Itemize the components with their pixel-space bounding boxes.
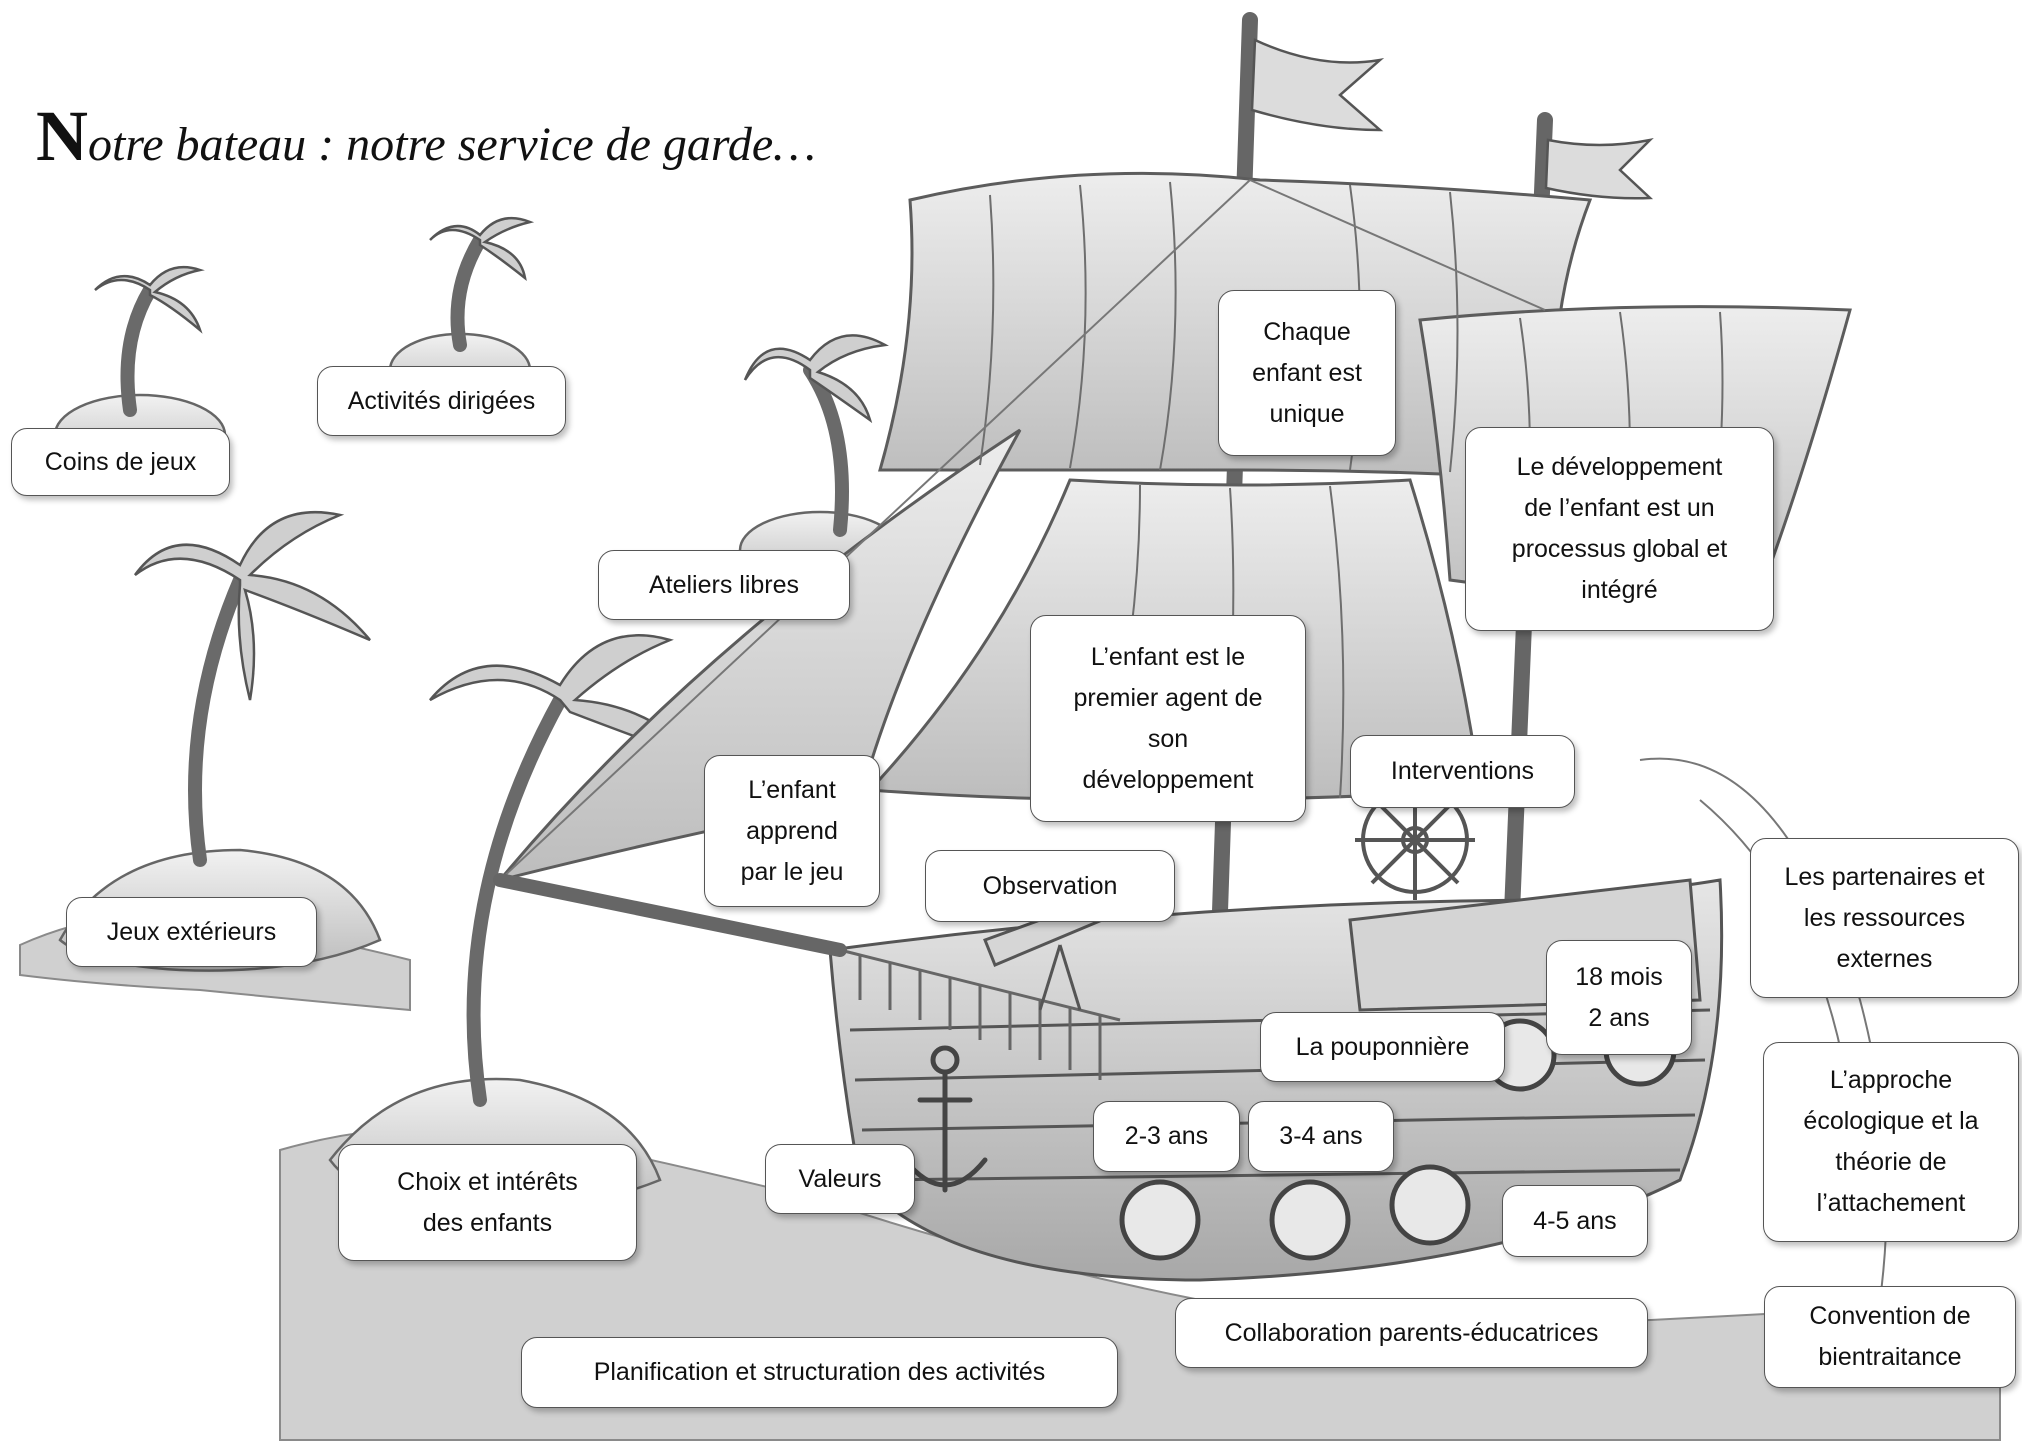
label-ateliers-libres: Ateliers libres	[598, 550, 850, 620]
label-enfant-apprend: L’enfant apprend par le jeu	[704, 755, 880, 907]
label-4-5-ans: 4-5 ans	[1502, 1185, 1648, 1257]
label-developpement-global: Le développement de l’enfant est un proc…	[1465, 427, 1774, 631]
label-pouponniere: La pouponnière	[1260, 1012, 1505, 1082]
label-collaboration: Collaboration parents-éducatrices	[1175, 1298, 1648, 1368]
label-approche-ecologique: L’approche écologique et la théorie de l…	[1763, 1042, 2019, 1242]
label-3-4-ans: 3-4 ans	[1248, 1101, 1394, 1172]
title-initial: N	[36, 96, 88, 176]
label-bientraitance: Convention de bientraitance	[1764, 1286, 2016, 1388]
label-2-3-ans: 2-3 ans	[1093, 1101, 1240, 1172]
label-activites-dirigees: Activités dirigées	[317, 366, 566, 436]
title-rest: otre bateau : notre service de garde…	[88, 118, 816, 171]
label-planification: Planification et structuration des activ…	[521, 1337, 1118, 1408]
bowsprit	[493, 873, 847, 957]
anchor	[902, 1045, 988, 1193]
flags	[1250, 38, 1654, 200]
label-interventions: Interventions	[1350, 735, 1575, 808]
label-jeux-exterieurs: Jeux extérieurs	[66, 897, 317, 967]
railing	[839, 948, 1121, 1080]
label-valeurs: Valeurs	[765, 1144, 915, 1214]
label-coins-de-jeux: Coins de jeux	[11, 428, 230, 496]
label-premier-agent: L’enfant est le premier agent de son dév…	[1030, 615, 1306, 822]
palm-fronds	[94, 216, 889, 762]
label-chaque-enfant: Chaque enfant est unique	[1218, 290, 1396, 456]
page-title: Notre bateau : notre service de garde…	[36, 95, 816, 178]
label-choix-interets: Choix et intérêts des enfants	[338, 1144, 637, 1261]
label-partenaires: Les partenaires et les ressources extern…	[1750, 838, 2019, 998]
label-18-mois: 18 mois 2 ans	[1546, 940, 1692, 1055]
label-observation: Observation	[925, 850, 1175, 922]
